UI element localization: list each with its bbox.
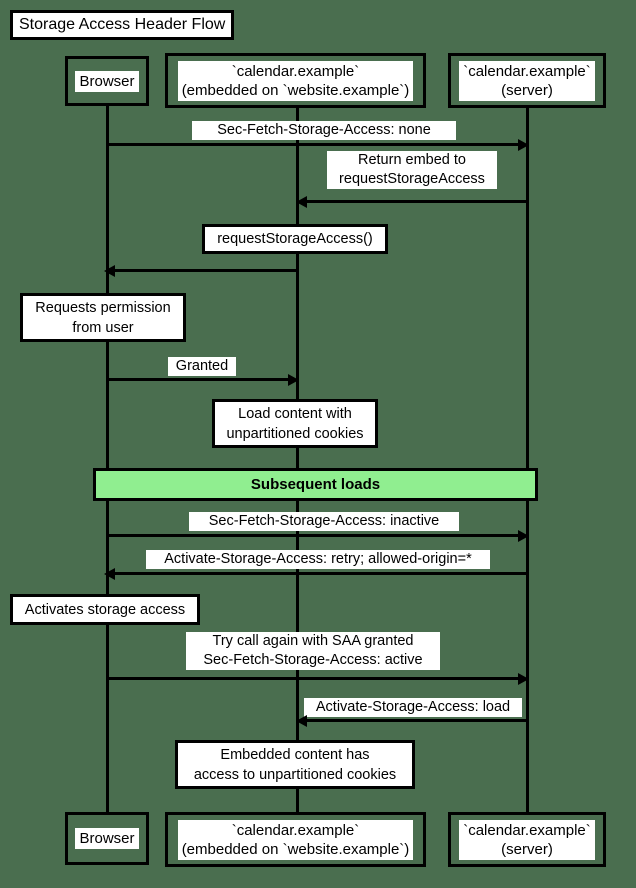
arrowhead-embed-to-browser <box>104 264 115 277</box>
message-arrow-embed-to-browser <box>113 269 297 272</box>
participant-browser-top[interactable]: Browser <box>65 56 149 106</box>
note-activates-storage-access: Activates storage access <box>10 594 200 625</box>
participant-server-bottom-label: `calendar.example` (server) <box>459 819 595 860</box>
participant-embed-bottom[interactable]: `calendar.example` (embedded on `website… <box>165 812 426 867</box>
participant-browser-bottom[interactable]: Browser <box>65 812 149 865</box>
note-requests-permission: Requests permission from user <box>20 293 186 342</box>
message-label-activate-retry: Activate-Storage-Access: retry; allowed-… <box>146 550 490 569</box>
participant-embed-top-label: `calendar.example` (embedded on `website… <box>177 60 414 101</box>
message-arrow-granted <box>106 378 290 381</box>
message-label-return-embed: Return embed to requestStorageAccess <box>327 151 497 189</box>
lifeline-server <box>526 108 529 812</box>
arrowhead-sec-fetch-inactive <box>518 529 529 542</box>
message-arrow-activate-load <box>305 719 529 722</box>
arrowhead-try-call-again <box>518 672 529 685</box>
arrowhead-sec-fetch-none <box>518 138 529 151</box>
diagram-title: Storage Access Header Flow <box>10 10 235 40</box>
arrowhead-activate-retry <box>104 567 115 580</box>
section-subsequent-loads-label: Subsequent loads <box>250 476 381 493</box>
note-request-storage-access: requestStorageAccess() <box>202 224 388 254</box>
arrowhead-activate-load <box>296 714 307 727</box>
message-arrow-sec-fetch-inactive <box>106 534 520 537</box>
lifeline-embed <box>296 108 299 812</box>
message-label-sec-fetch-none: Sec-Fetch-Storage-Access: none <box>192 121 456 140</box>
participant-browser-top-label: Browser <box>75 70 139 92</box>
note-embedded-content: Embedded content has access to unpartiti… <box>175 740 415 789</box>
note-load-content: Load content with unpartitioned cookies <box>212 399 378 448</box>
participant-server-top-label: `calendar.example` (server) <box>459 60 595 101</box>
message-arrow-return-embed <box>305 200 529 203</box>
participant-embed-top[interactable]: `calendar.example` (embedded on `website… <box>165 53 426 108</box>
participant-browser-bottom-label: Browser <box>75 828 139 849</box>
message-label-try-call-again: Try call again with SAA granted Sec-Fetc… <box>186 632 440 670</box>
message-arrow-try-call-again <box>106 677 520 680</box>
message-label-activate-load: Activate-Storage-Access: load <box>304 698 522 717</box>
section-subsequent-loads: Subsequent loads <box>93 468 538 501</box>
message-label-granted: Granted <box>168 357 236 376</box>
arrowhead-return-embed <box>296 195 307 208</box>
message-arrow-activate-retry <box>113 572 529 575</box>
participant-server-top[interactable]: `calendar.example` (server) <box>448 53 606 108</box>
message-label-sec-fetch-inactive: Sec-Fetch-Storage-Access: inactive <box>189 512 459 531</box>
participant-embed-bottom-label: `calendar.example` (embedded on `website… <box>177 819 414 860</box>
message-arrow-sec-fetch-none <box>106 143 520 146</box>
participant-server-bottom[interactable]: `calendar.example` (server) <box>448 812 606 867</box>
lifeline-browser <box>106 106 109 812</box>
arrowhead-granted <box>288 373 299 386</box>
